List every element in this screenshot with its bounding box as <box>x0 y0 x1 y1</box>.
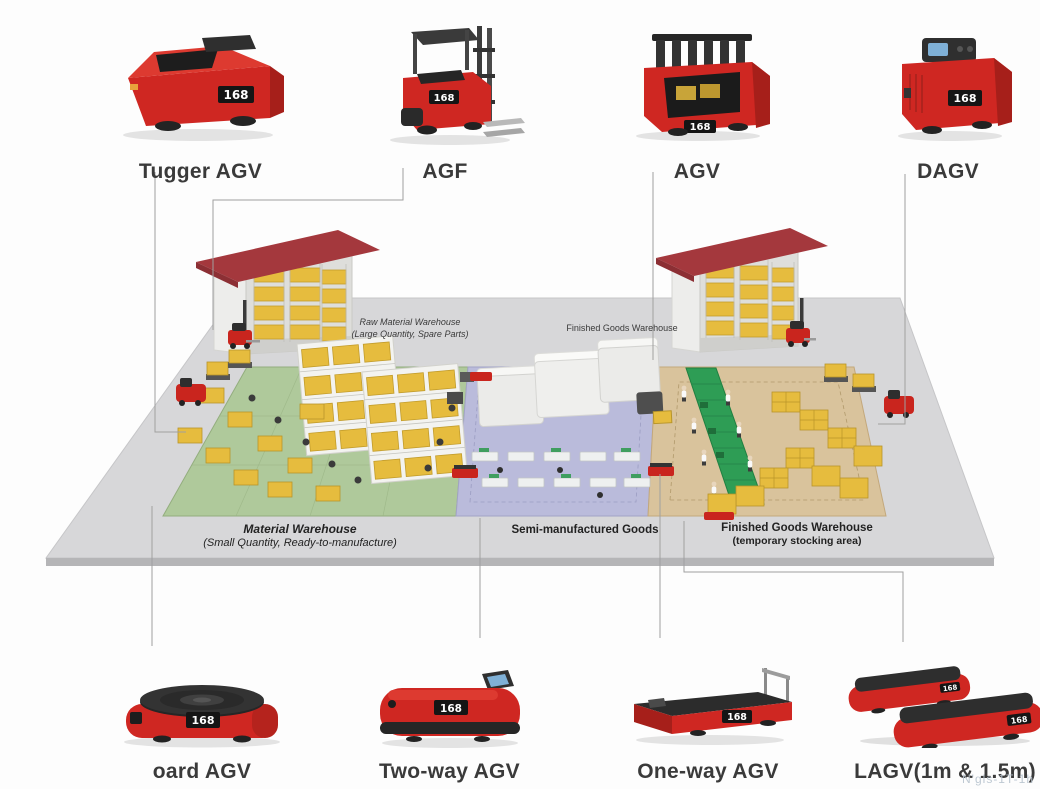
brand-logo-168: 168 <box>690 122 711 133</box>
brand-logo-168: 168 <box>1010 715 1028 726</box>
vehicle-tugger-agv: 168 Tugger AGV <box>98 22 303 184</box>
raw-material-warehouse-building <box>196 230 380 355</box>
vehicle-label-dagv: DAGV <box>917 160 979 183</box>
label-line: Semi-manufactured Goods <box>511 524 659 536</box>
vehicle-lagv: 168 168 LAGV(1m & 1.5m) <box>840 648 1040 784</box>
mini-agf-left <box>228 300 260 349</box>
label-line: Finished Goods Warehouse <box>721 522 873 534</box>
brand-logo-168: 168 <box>192 714 215 727</box>
conveyor-workers <box>681 385 753 498</box>
agf-image: 168 <box>390 26 525 145</box>
finished-goods-warehouse-building <box>656 228 828 353</box>
mini-agf-right <box>786 298 816 347</box>
board-agv-image: 168 <box>124 685 280 748</box>
vehicle-agf: 168 AGF <box>365 18 525 184</box>
label-raw-material-warehouse: Raw Material Warehouse (Large Quantity, … <box>352 317 469 340</box>
label-line: (Small Quantity, Ready-to-manufacture) <box>203 537 397 549</box>
label-semi-manufactured-zone: Semi-manufactured Goods <box>512 524 659 536</box>
label-finished-goods-zone: Finished Goods Warehouse (temporary stoc… <box>721 521 873 549</box>
one-way-agv-image: 168 <box>634 668 792 745</box>
brand-logo-168: 168 <box>223 88 248 102</box>
agv-image: 168 <box>636 34 770 141</box>
label-line: (Large Quantity, Spare Parts) <box>351 328 469 339</box>
lagv-image: 168 168 <box>848 666 1040 748</box>
material-racks <box>296 335 468 485</box>
work-tables <box>471 448 651 498</box>
dagv-image: 168 <box>898 38 1012 141</box>
vehicle-label-one-way-agv: One-way AGV <box>637 760 779 783</box>
brand-logo-168: 168 <box>727 712 747 723</box>
vehicle-label-board-agv: oard AGV <box>152 760 252 783</box>
vehicle-label-lagv: LAGV(1m & 1.5m) <box>854 760 1036 783</box>
vehicle-two-way-agv: 168 Two-way AGV <box>362 646 537 784</box>
label-material-warehouse-zone: Material Warehouse (Small Quantity, Read… <box>203 522 397 551</box>
two-way-agv-image: 168 <box>380 670 520 748</box>
vehicle-label-agf: AGF <box>422 160 468 183</box>
label-finished-goods-warehouse-building: Finished Goods Warehouse <box>566 323 677 335</box>
label-line: Raw Material Warehouse <box>359 317 461 327</box>
vehicle-dagv: 168 DAGV <box>882 24 1014 184</box>
pallets-material-zone <box>177 372 474 502</box>
label-line: (temporary stocking area) <box>732 535 862 548</box>
vehicle-board-agv: 168 oard AGV <box>102 652 302 784</box>
vehicle-agv: 168 AGV <box>618 28 776 184</box>
vehicle-label-agv: AGV <box>673 160 721 183</box>
label-line: Material Warehouse <box>243 522 357 536</box>
brand-logo-168: 168 <box>942 683 958 693</box>
vehicle-one-way-agv: 168 One-way AGV <box>618 654 798 784</box>
mini-agvs <box>452 372 674 478</box>
brand-logo-168: 168 <box>440 703 462 715</box>
vehicle-label-tugger-agv: Tugger AGV <box>138 160 263 183</box>
tugger-train-right <box>824 363 914 418</box>
tugger-agv-image: 168 <box>123 35 284 141</box>
vehicle-label-two-way-agv: Two-way AGV <box>379 760 520 783</box>
pallets-finished-zone <box>704 391 883 520</box>
production-machines <box>476 337 673 428</box>
brand-logo-168: 168 <box>434 93 455 104</box>
label-line: Finished Goods Warehouse <box>566 323 678 333</box>
brand-logo-168: 168 <box>954 92 977 105</box>
tugger-train-left <box>176 349 252 406</box>
watermark: N'gls-1T-1h <box>962 772 1034 786</box>
connector-lines <box>151 168 906 646</box>
